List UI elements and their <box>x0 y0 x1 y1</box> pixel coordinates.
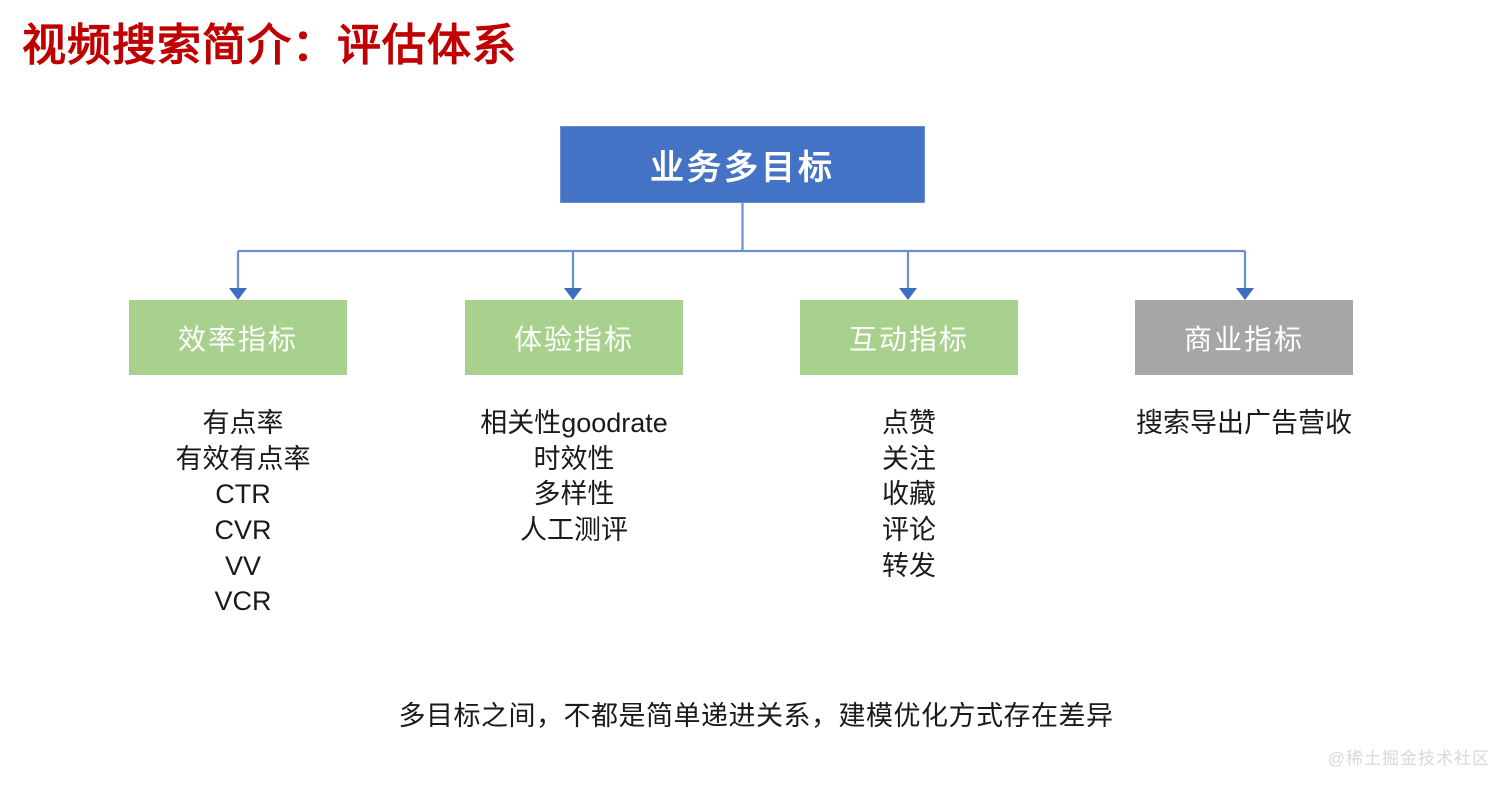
list-item: 相关性goodrate <box>480 408 668 438</box>
metric-list-efficiency: 有点率 有效有点率 CTR CVR VV VCR <box>129 406 357 620</box>
connector-arrowheads <box>229 288 1254 300</box>
metric-list-interaction: 点赞 关注 收藏 评论 转发 <box>800 406 1018 584</box>
arrowhead-icon-3 <box>1236 288 1254 300</box>
list-item: 人工测评 <box>520 514 628 545</box>
branch-node-label: 体验指标 <box>513 323 634 355</box>
branch-node-interaction[interactable]: 互动指标 <box>800 300 1018 375</box>
list-item: 有效有点率 <box>175 443 311 474</box>
arrowhead-icon-2 <box>899 288 917 300</box>
branch-node-label: 商业指标 <box>1183 323 1304 355</box>
list-item: VV <box>224 550 262 581</box>
list-item: VCR <box>214 586 272 617</box>
branch-node-experience[interactable]: 体验指标 <box>465 300 683 375</box>
branch-node-efficiency[interactable]: 效率指标 <box>129 300 347 375</box>
watermark: @稀土掘金技术社区 <box>1327 749 1490 768</box>
arrowhead-icon-0 <box>229 288 247 300</box>
root-node-business-multi-objective[interactable]: 业务多目标 <box>560 126 925 203</box>
branch-node-commercial[interactable]: 商业指标 <box>1135 300 1353 375</box>
page-title: 视频搜索简介：评估体系 <box>22 21 517 70</box>
list-item: 时效性 <box>533 443 615 474</box>
metric-list-commercial: 搜索导出广告营收 <box>1120 406 1368 442</box>
list-item: 评论 <box>882 514 936 545</box>
branch-node-label: 效率指标 <box>177 323 298 355</box>
list-item: CVR <box>214 514 272 545</box>
list-item: 多样性 <box>533 479 615 510</box>
list-item: 收藏 <box>882 479 936 510</box>
arrowhead-icon-1 <box>564 288 582 300</box>
list-item: 点赞 <box>882 408 936 438</box>
list-item: 关注 <box>882 443 936 474</box>
list-item: 搜索导出广告营收 <box>1136 408 1352 438</box>
list-item: 有点率 <box>202 408 284 438</box>
root-node-label: 业务多目标 <box>650 149 835 187</box>
branch-node-label: 互动指标 <box>848 323 969 355</box>
list-item: CTR <box>215 479 271 510</box>
metric-list-experience: 相关性goodrate 时效性 多样性 人工测评 <box>455 406 693 549</box>
footnote-text: 多目标之间，不都是简单递进关系，建模优化方式存在差异 <box>398 701 1114 731</box>
list-item: 转发 <box>882 550 936 581</box>
